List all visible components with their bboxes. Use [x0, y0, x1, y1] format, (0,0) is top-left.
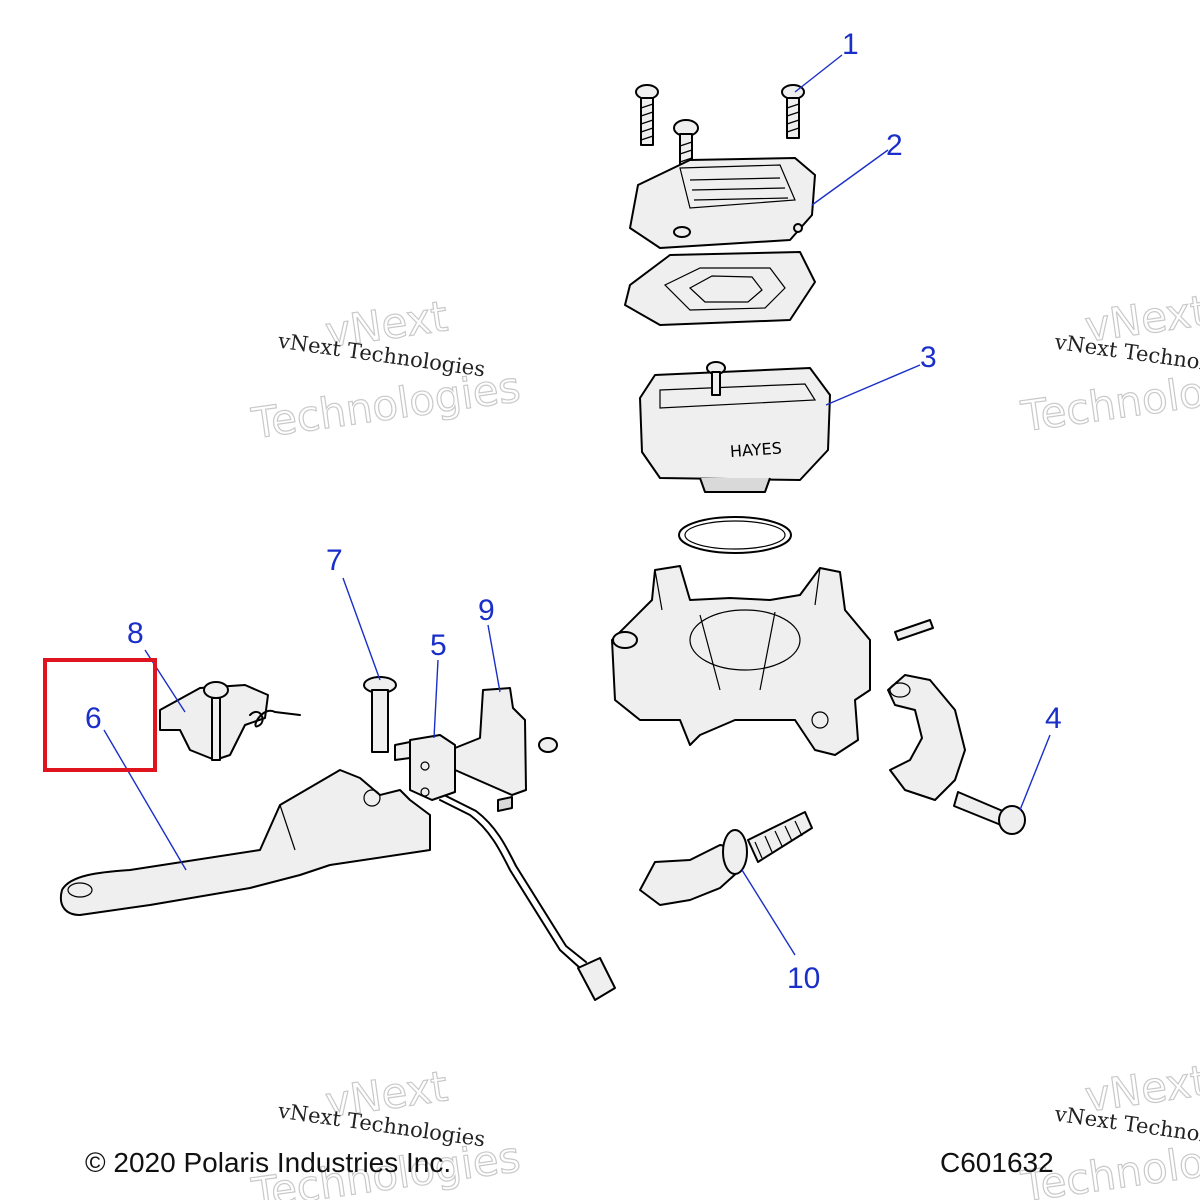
- diagram-code: C601632: [940, 1147, 1054, 1178]
- callout-2: 2: [886, 129, 903, 162]
- callout-8: 8: [127, 617, 144, 650]
- part-reservoir-body: HAYES: [639, 361, 831, 493]
- part-o-ring: [678, 516, 792, 554]
- part-piston-assembly: [639, 811, 813, 906]
- leader-lines: [103, 54, 1051, 956]
- part-lever: [60, 769, 431, 916]
- callout-3: 3: [920, 341, 937, 374]
- part-diaphragm: [624, 251, 816, 326]
- callout-1: 1: [842, 28, 859, 61]
- part-brake-switch: [394, 734, 616, 1001]
- callout-5: 5: [430, 629, 447, 662]
- callout-4: 4: [1045, 702, 1062, 735]
- part-pivot-pin: [363, 676, 397, 753]
- part-switch-bracket: [454, 687, 558, 812]
- part-adjuster: [159, 681, 301, 761]
- part-clamp: [887, 674, 966, 801]
- callout-6: 6: [85, 702, 102, 735]
- hayes-logo: HAYES: [729, 439, 782, 462]
- part-roll-pin: [894, 619, 934, 641]
- callout-10: 10: [787, 962, 820, 995]
- part-master-cylinder-body: [611, 565, 871, 756]
- part-clamp-bolt: [953, 791, 1026, 835]
- part-reservoir-cap: [629, 157, 816, 249]
- highlight-box: [43, 658, 157, 772]
- callout-7: 7: [326, 544, 343, 577]
- copyright-text: © 2020 Polaris Industries Inc.: [85, 1147, 451, 1178]
- callout-9: 9: [478, 594, 495, 627]
